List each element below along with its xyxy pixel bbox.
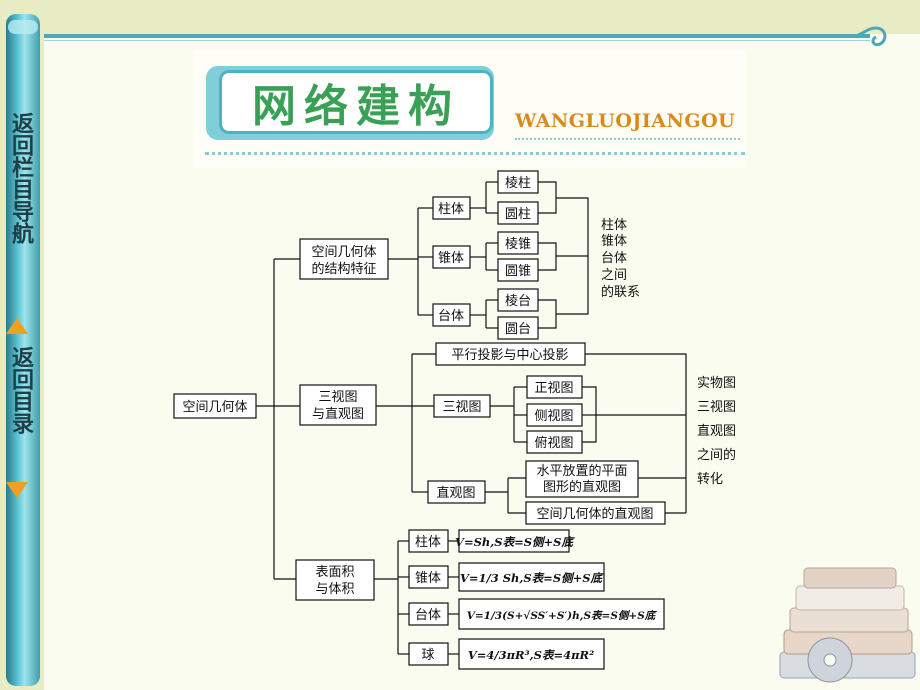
area-volume-label-2: 与体积 — [315, 582, 354, 597]
node-lengtai — [497, 288, 539, 312]
node-yuanzhu — [497, 201, 539, 225]
link-text-1-0: 柱体 — [601, 218, 627, 233]
formula-qiu: V=4/3πR³,S表=4πR² — [468, 648, 594, 662]
yuantai-label: 圆台 — [505, 322, 531, 337]
node-yuanzhui — [497, 258, 539, 282]
node-lengzhu — [497, 170, 539, 194]
node-yuantai — [497, 316, 539, 340]
shuiping-label-1: 水平放置的平面 — [536, 463, 627, 479]
yuanzhu-label: 圆柱 — [505, 207, 531, 222]
node-structure — [299, 238, 389, 280]
projection-label: 平行投影与中心投影 — [451, 347, 568, 363]
b3-qiu-label: 球 — [421, 648, 434, 663]
node-zhiguan — [427, 480, 486, 504]
banner-title: 网络建构 — [252, 81, 460, 132]
node-root — [173, 393, 257, 419]
sidebar-cap — [8, 20, 38, 34]
link-text-2-3: 之间的 — [697, 447, 736, 463]
connector-lines — [256, 181, 687, 655]
banner-title-box: 网络建构 — [219, 70, 493, 134]
structure-label-1: 空间几何体 — [311, 244, 376, 260]
link-text-2-0: 实物图 — [697, 376, 736, 391]
zhuti-label: 柱体 — [438, 202, 464, 217]
node-zhuiti — [432, 245, 471, 269]
node-b3-taiti — [408, 602, 449, 626]
node-views — [299, 384, 377, 426]
scroll-curl-icon — [853, 26, 887, 47]
node-fu — [526, 430, 583, 454]
back-to-contents-button[interactable]: 返回目录 — [8, 346, 34, 434]
area-volume-label-1: 表面积 — [315, 565, 354, 580]
banner-subtitle: WANGLUOJIANGOU — [515, 110, 736, 132]
node-zheng — [526, 375, 583, 399]
sanshitu-label: 三视图 — [442, 400, 481, 415]
views-label-1: 三视图 — [318, 390, 357, 405]
formula-box-qiu — [458, 638, 605, 670]
formula-tai: V=1/3(S+√SS′+S′)h,S表=S侧+S底 — [467, 609, 658, 622]
node-b3-zhuiti — [408, 565, 449, 589]
link-text-1-1: 锥体 — [601, 234, 627, 249]
back-to-section-nav-button[interactable]: 返回栏目导航 — [8, 112, 34, 244]
fu-label: 俯视图 — [534, 435, 573, 451]
link-text-1-4: 的联系 — [601, 284, 640, 300]
formula-box-zhui — [458, 562, 605, 592]
node-lengzhui — [497, 231, 539, 255]
node-area-volume — [295, 559, 375, 601]
kongjian-label: 空间几何体的直观图 — [536, 506, 653, 522]
link-text-1-3: 之间 — [601, 268, 627, 283]
top-rule — [44, 34, 870, 38]
top-rule-thin — [44, 40, 870, 41]
banner-dotted-line — [205, 152, 745, 155]
views-label-2: 与直观图 — [312, 407, 364, 422]
structure-label-2: 的结构特征 — [311, 261, 376, 277]
formula-box-zhu — [458, 529, 570, 553]
lengzhu-label: 棱柱 — [505, 175, 531, 191]
b3-taiti-label: 台体 — [415, 608, 441, 623]
lengzhui-label: 棱锥 — [505, 236, 531, 252]
node-sanshitu — [433, 394, 491, 418]
root-label: 空间几何体 — [182, 399, 247, 415]
zhiguan-label: 直观图 — [436, 486, 475, 501]
books-decoration — [779, 567, 916, 683]
link-text-2-4: 转化 — [697, 472, 723, 487]
ce-label: 侧视图 — [534, 409, 573, 424]
node-taiti — [432, 303, 471, 327]
arrow-down-icon[interactable] — [6, 482, 28, 498]
node-b3-qiu — [408, 642, 449, 666]
shuiping-label-2: 图形的直观图 — [543, 479, 621, 495]
node-zhuti — [432, 196, 471, 220]
sidebar — [6, 14, 40, 686]
node-kongjian — [525, 501, 666, 525]
lengtai-label: 棱台 — [505, 293, 531, 309]
taiti-label: 台体 — [438, 309, 464, 324]
yuanzhui-label: 圆锥 — [505, 264, 531, 279]
link-text-2-2: 直观图 — [697, 424, 736, 439]
node-ce — [526, 403, 583, 427]
formula-zhui: V=1/3 Sh,S表=S侧+S底 — [460, 571, 605, 585]
zheng-label: 正视图 — [534, 381, 573, 396]
formula-box-tai — [458, 598, 665, 630]
zhuiti-label: 锥体 — [438, 251, 464, 266]
banner-underline — [515, 138, 740, 140]
formula-zhu: V=Sh,S表=S侧+S底 — [455, 535, 575, 549]
link-text-2-1: 三视图 — [697, 400, 736, 415]
b3-zhuti-label: 柱体 — [415, 535, 441, 550]
link-text-1-2: 台体 — [601, 251, 627, 266]
arrow-up-icon[interactable] — [6, 318, 28, 334]
b3-zhuiti-label: 锥体 — [415, 571, 441, 586]
node-b3-zhuti — [408, 529, 449, 553]
node-projection — [435, 342, 586, 366]
node-shuiping — [525, 460, 639, 498]
